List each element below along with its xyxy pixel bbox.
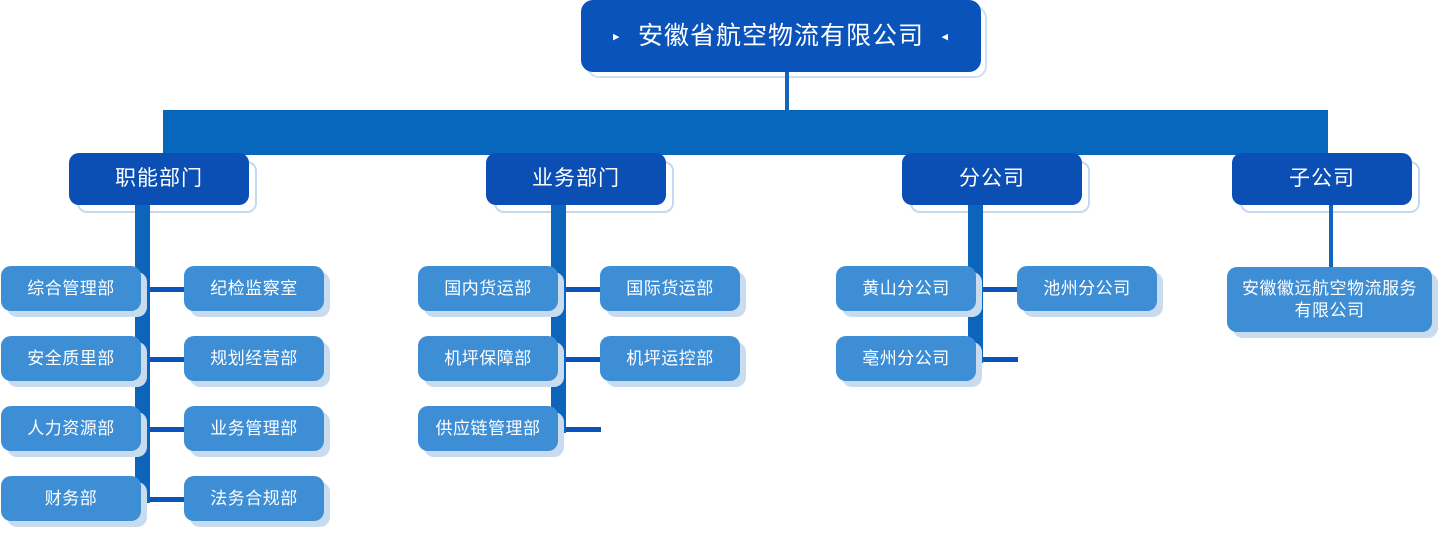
leaf-node-label: 国内货运部 — [444, 278, 532, 298]
root-node[interactable]: ▸ 安徽省航空物流有限公司 ◂ — [581, 0, 981, 72]
root-left-marker-icon: ▸ — [613, 28, 621, 44]
leaf-node-label: 黄山分公司 — [862, 278, 950, 298]
connector-branch3-stub-1 — [983, 287, 1018, 292]
leaf-node-planning-operations[interactable]: 规划经营部 — [184, 336, 324, 381]
leaf-node-huiyuan-aviation-logistics[interactable]: 安徽徽远航空物流服务 有限公司 — [1227, 267, 1432, 332]
leaf-node-chizhou-branch[interactable]: 池州分公司 — [1017, 266, 1157, 311]
root-right-marker-icon: ◂ — [941, 28, 949, 44]
leaf-node-apron-operations-control[interactable]: 机坪运控部 — [600, 336, 740, 381]
leaf-node-label: 供应链管理部 — [435, 418, 541, 438]
connector-branch2-stub-3 — [566, 427, 601, 432]
leaf-node-label: 法务合规部 — [210, 488, 298, 508]
branch-node-label: 业务部门 — [532, 166, 620, 190]
leaf-node-comprehensive-management[interactable]: 综合管理部 — [1, 266, 141, 311]
leaf-node-discipline-inspection[interactable]: 纪检监察室 — [184, 266, 324, 311]
leaf-node-label: 机坪运控部 — [626, 348, 714, 368]
branch-node-subsidiary-companies[interactable]: 子公司 — [1232, 153, 1412, 205]
connector-level1-horizontal-bar — [163, 110, 1328, 155]
branch-node-branch-companies[interactable]: 分公司 — [902, 153, 1082, 205]
leaf-node-domestic-freight[interactable]: 国内货运部 — [418, 266, 558, 311]
connector-branch1-stub-4 — [150, 497, 185, 502]
leaf-node-label: 纪检监察室 — [210, 278, 298, 298]
connector-branch2-trunk — [551, 205, 566, 433]
leaf-node-safety-quality[interactable]: 安全质里部 — [1, 336, 141, 381]
leaf-node-label: 亳州分公司 — [862, 348, 950, 368]
leaf-node-label: 财务部 — [44, 488, 98, 508]
leaf-node-label: 安全质里部 — [27, 348, 115, 368]
leaf-node-legal-compliance[interactable]: 法务合规部 — [184, 476, 324, 521]
leaf-node-apron-support[interactable]: 机坪保障部 — [418, 336, 558, 381]
leaf-node-huangshan-branch[interactable]: 黄山分公司 — [836, 266, 976, 311]
connector-root-vertical — [785, 72, 789, 111]
leaf-node-supply-chain-management[interactable]: 供应链管理部 — [418, 406, 558, 451]
leaf-node-label: 池州分公司 — [1043, 278, 1131, 298]
branch-node-functional-departments[interactable]: 职能部门 — [69, 153, 249, 205]
branch-node-label: 子公司 — [1289, 166, 1355, 190]
leaf-node-label: 业务管理部 — [210, 418, 298, 438]
root-node-label: 安徽省航空物流有限公司 — [637, 22, 924, 50]
leaf-node-label: 机坪保障部 — [444, 348, 532, 368]
leaf-node-label: 国际货运部 — [626, 278, 714, 298]
connector-branch4-vertical — [1329, 205, 1333, 267]
connector-branch1-stub-1 — [150, 287, 185, 292]
connector-branch1-stub-3 — [150, 427, 185, 432]
branch-node-label: 职能部门 — [115, 166, 203, 190]
leaf-node-international-freight[interactable]: 国际货运部 — [600, 266, 740, 311]
leaf-node-finance[interactable]: 财务部 — [1, 476, 141, 521]
leaf-node-label: 人力资源部 — [27, 418, 115, 438]
branch-node-business-departments[interactable]: 业务部门 — [486, 153, 666, 205]
leaf-node-label: 规划经营部 — [210, 348, 298, 368]
leaf-node-label: 安徽徽远航空物流服务 有限公司 — [1242, 278, 1417, 320]
leaf-node-business-management[interactable]: 业务管理部 — [184, 406, 324, 451]
branch-node-label: 分公司 — [959, 166, 1025, 190]
connector-branch2-stub-2 — [566, 357, 601, 362]
leaf-node-bozhou-branch[interactable]: 亳州分公司 — [836, 336, 976, 381]
connector-branch1-stub-2 — [150, 357, 185, 362]
leaf-node-label: 综合管理部 — [27, 278, 115, 298]
connector-branch3-stub-2 — [983, 357, 1018, 362]
connector-branch2-stub-1 — [566, 287, 601, 292]
leaf-node-human-resources[interactable]: 人力资源部 — [1, 406, 141, 451]
